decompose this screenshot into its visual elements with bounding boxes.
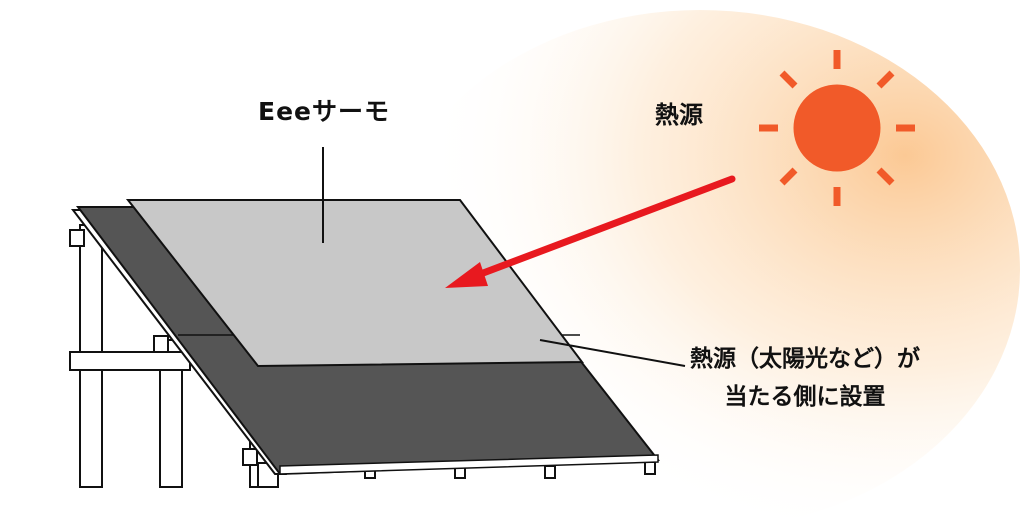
product-label: Eeeサーモ [258,97,390,126]
joist [544,465,556,479]
post-cap [242,448,258,466]
heat-source-label: 熱源 [655,101,703,129]
post-cap [69,229,85,247]
placement-note: 熱源（太陽光など）が 当たる側に設置 [690,340,920,416]
roof-edge [279,454,659,475]
post [159,339,183,488]
placement-note-line2: 当たる側に設置 [724,384,886,410]
sun-icon [759,50,915,206]
joist [644,461,656,475]
heat-arrow [445,175,736,288]
placement-leader-line [539,339,686,367]
post-cap [153,335,169,353]
beam [69,351,191,371]
insulation-sheet [125,199,584,368]
placement-note-line1: 熱源（太陽光など）が [690,346,920,372]
